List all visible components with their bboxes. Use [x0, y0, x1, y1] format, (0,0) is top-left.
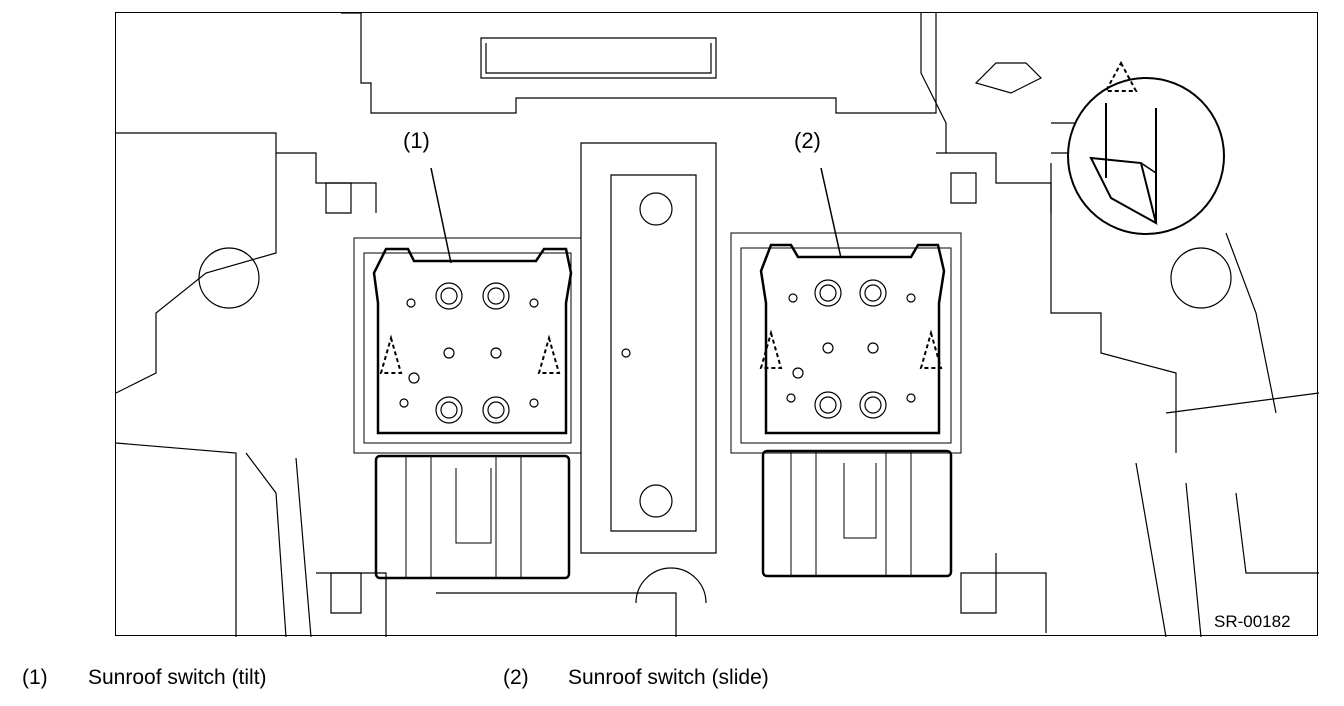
legend-number-2: (2)	[503, 666, 529, 689]
sunroof-switch-tilt	[353, 237, 582, 580]
sunroof-switch-slide	[730, 232, 962, 578]
diagram-drawing: (1) (2) SR-00182	[116, 13, 1319, 637]
latch-arrow-icon	[1104, 60, 1138, 92]
figure-code: SR-00182	[1214, 612, 1291, 631]
callout-2: (2)	[794, 128, 821, 153]
legend-text-1: Sunroof switch (tilt)	[88, 666, 267, 689]
leader-line-2	[820, 167, 842, 259]
callout-1: (1)	[403, 128, 430, 153]
latch-arrow-icon	[759, 329, 783, 369]
console-hole-right	[1170, 247, 1232, 309]
center-strip	[580, 142, 717, 554]
leader-line-1	[430, 167, 452, 264]
latch-arrow-icon	[537, 334, 561, 374]
latch-arrow-icon	[379, 334, 403, 374]
diagram-frame: (1) (2) SR-00182	[115, 12, 1319, 637]
console-hole-left	[198, 247, 260, 309]
legend-number-1: (1)	[22, 666, 48, 689]
switch-terminals	[399, 282, 539, 424]
switch-terminals	[786, 279, 916, 419]
legend-text-2: Sunroof switch (slide)	[568, 666, 769, 689]
latch-detail-inset	[1067, 60, 1225, 235]
console-background	[116, 13, 1319, 637]
